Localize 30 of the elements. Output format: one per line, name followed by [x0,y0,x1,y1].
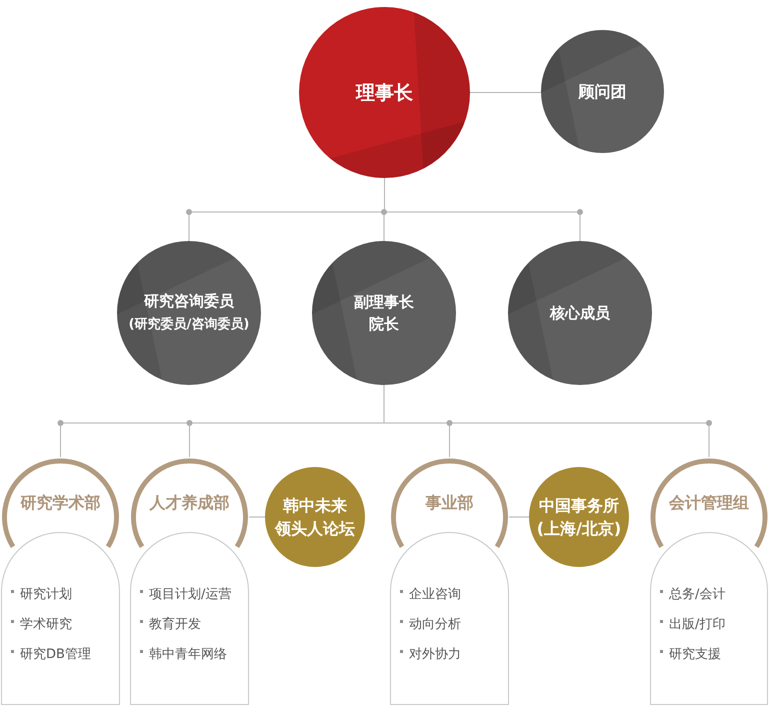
department-title: 会计管理组 [669,493,749,513]
list-item: 研究DB管理 [20,647,91,662]
circle-label: 核心成员 [550,303,610,324]
circle-label: 韩中未来 [283,495,347,517]
list-item: 教育开发 [149,617,201,632]
list-item: 韩中青年网络 [149,647,227,662]
list-item: 学术研究 [20,617,72,632]
circle-label: 研究咨询委员 [144,291,234,312]
circle-label: 顾问团 [578,80,626,102]
list-item: 总务/会计 [669,587,726,602]
circle-label: (上海/北京) [536,518,622,540]
department-title: 研究学术部 [20,493,100,513]
list-item: 项目计划/运营 [149,587,232,602]
list-item: 出版/打印 [669,617,726,632]
circle-label: 院长 [369,314,399,335]
circle-label: 领头人论坛 [275,518,355,540]
list-item: 对外协力 [409,647,461,662]
circle-label: 理事长 [356,80,413,106]
circle-label: 中国事务所 [539,495,619,517]
connector-line [470,92,542,93]
department-title: 人才养成部 [150,493,230,513]
department-title: 事业部 [426,493,474,513]
list-item: 动向分析 [409,617,461,632]
connector-line [248,516,266,518]
circle-label: 副理事长 [354,292,414,313]
list-item: 企业咨询 [409,587,461,602]
list-item: 研究支援 [669,647,721,662]
circle-label: (研究委员/咨询委员) [128,316,250,334]
connector-line [508,516,530,518]
list-item: 研究计划 [20,587,72,602]
